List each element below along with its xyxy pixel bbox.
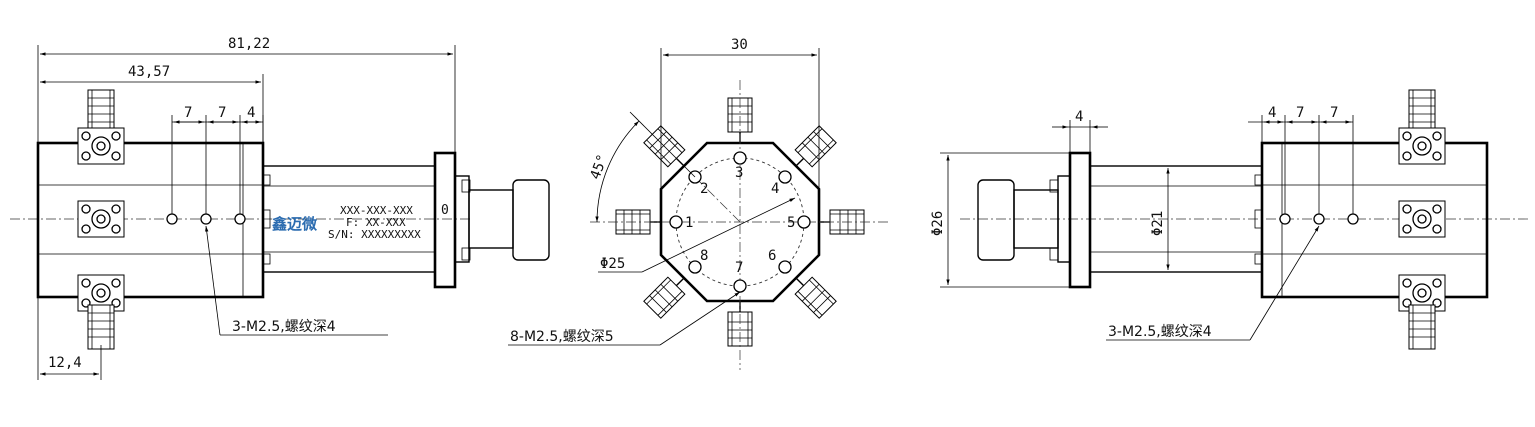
left-hole-2	[200, 213, 212, 225]
port-8: 8	[700, 248, 708, 264]
left-bottom-connector	[87, 304, 115, 350]
right-mid-connector	[1398, 200, 1446, 238]
dim-r-pitch-3: 7	[1330, 105, 1338, 121]
right-hole-1	[1279, 213, 1291, 225]
left-flange	[433, 151, 457, 289]
port-holes	[669, 151, 811, 293]
right-view: 4 4 7 7 Φ26 Φ21 3-M2.5,螺纹深4	[930, 89, 1530, 350]
left-mid-connector	[77, 200, 125, 238]
left-view: 鑫迈微 XXX-XXX-XXX F: XX-XXX S/N: XXXXXXXXX…	[10, 36, 550, 380]
port-4: 4	[771, 181, 779, 197]
front-view: 1 2 3 4 5 6 7 8 30 45° Φ25 8-M2.5,螺纹深5	[508, 37, 890, 370]
port-3: 3	[735, 165, 743, 181]
dim-body-dia: Φ21	[1150, 211, 1166, 236]
marking-line1: XXX-XXX-XXX	[340, 204, 413, 217]
marking-line2: F: XX-XXX	[346, 216, 406, 229]
port-2: 2	[700, 181, 708, 197]
dim-r-pitch-1: 4	[1268, 105, 1276, 121]
dim-width: 30	[731, 37, 748, 53]
right-flange	[1068, 151, 1092, 289]
flange-zero-mark: 0	[441, 203, 449, 218]
dim-bottom: 12,4	[48, 355, 82, 371]
logo: 鑫迈微	[271, 215, 318, 233]
left-top-connector	[87, 89, 115, 135]
dim-pcd: Φ25	[600, 256, 625, 272]
right-hole-2	[1313, 213, 1325, 225]
right-top-connector	[1408, 89, 1436, 135]
left-main-body	[36, 141, 265, 299]
dim-r-pitch-2: 7	[1296, 105, 1304, 121]
right-bottom-connector	[1408, 304, 1436, 350]
dim-flange-dia: Φ26	[930, 211, 946, 236]
marking-line3: S/N: XXXXXXXXX	[328, 228, 421, 241]
dim-angle: 45°	[588, 152, 612, 181]
port-6: 6	[768, 248, 776, 264]
port-5: 5	[787, 215, 795, 231]
dim-pitch-1: 7	[184, 105, 192, 121]
dim-overall: 81,22	[228, 36, 270, 52]
left-end-connector	[512, 179, 550, 261]
right-end-connector	[977, 179, 1015, 261]
dim-flange-thickness: 4	[1075, 109, 1083, 125]
right-hole-3	[1347, 213, 1359, 225]
right-callout: 3-M2.5,螺纹深4	[1108, 324, 1212, 340]
dim-pitch-2: 7	[218, 105, 226, 121]
front-callout: 8-M2.5,螺纹深5	[510, 329, 614, 345]
dim-pitch-3: 4	[247, 105, 255, 121]
dim-body: 43,57	[128, 64, 170, 80]
left-hole-1	[166, 213, 178, 225]
left-hole-3	[234, 213, 246, 225]
port-1: 1	[685, 215, 693, 231]
right-main-body	[1260, 141, 1489, 299]
left-callout: 3-M2.5,螺纹深4	[232, 319, 336, 335]
port-7: 7	[735, 260, 743, 276]
